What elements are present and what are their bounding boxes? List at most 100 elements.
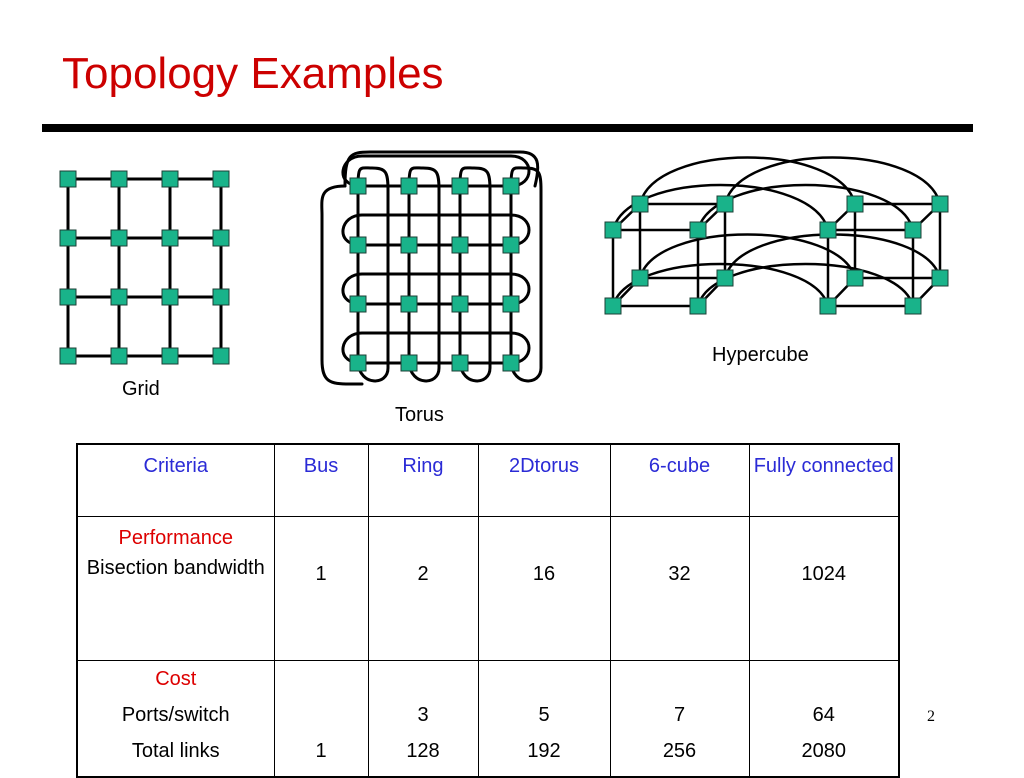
bisection-6cube: 32 — [609, 516, 750, 661]
torus-node — [400, 354, 418, 372]
cost-2dtorus-cell: 5 192 — [477, 660, 611, 778]
torus-node — [502, 236, 520, 254]
grid-node — [110, 288, 128, 306]
hypercube-node — [904, 221, 922, 239]
grid-node — [110, 229, 128, 247]
hypercube-node — [819, 297, 837, 315]
torus-col-wrap-0 — [356, 166, 390, 383]
torus-node — [400, 177, 418, 195]
torus-node — [451, 236, 469, 254]
links-2dtorus: 192 — [527, 740, 561, 762]
bisection-bandwidth-label: Bisection bandwidth — [86, 557, 265, 579]
torus-node — [349, 295, 367, 313]
ports-bus — [279, 700, 364, 730]
torus-diagram — [320, 150, 543, 386]
ports-ring: 3 — [417, 704, 429, 726]
hypercube-node — [931, 195, 949, 213]
torus-row-wrap-2 — [341, 272, 531, 306]
hypercube-node — [716, 195, 734, 213]
hypercube-node — [716, 269, 734, 287]
torus-outer-left-wrap — [320, 184, 364, 386]
header-criteria: Criteria — [76, 443, 275, 517]
hypercube-node — [904, 297, 922, 315]
bisection-bus: 1 — [273, 516, 369, 661]
bisection-2dtorus: 16 — [477, 516, 611, 661]
grid-caption: Grid — [122, 378, 160, 400]
torus-outer-top-wrap — [343, 150, 540, 188]
torus-row-wrap-1 — [341, 213, 531, 247]
torus-node — [400, 236, 418, 254]
page-title: Topology Examples — [62, 49, 444, 98]
header-bus: Bus — [273, 443, 369, 517]
ports-fully-connected: 64 — [812, 704, 835, 726]
links-6cube: 256 — [662, 740, 697, 762]
links-bus: 1 — [315, 740, 327, 762]
grid-node — [161, 229, 179, 247]
cost-ring-cell: 3 128 — [367, 660, 479, 778]
torus-row-wrap-3 — [341, 331, 531, 365]
table-row-performance: Performance Bisection bandwidth 1 2 16 3… — [76, 516, 900, 661]
hypercube-node — [689, 297, 707, 315]
grid-node — [212, 347, 230, 365]
header-6cube: 6-cube — [609, 443, 750, 517]
torus-node — [349, 177, 367, 195]
grid-node — [161, 288, 179, 306]
hypercube-node — [846, 269, 864, 287]
hypercube-node — [931, 269, 949, 287]
hypercube-arch — [611, 183, 830, 232]
hypercube-arch — [638, 156, 857, 206]
grid-node — [59, 170, 77, 188]
grid-node — [161, 170, 179, 188]
torus-col-wrap-3 — [509, 166, 543, 383]
torus-col-wrap-1 — [407, 166, 441, 383]
links-ring: 128 — [406, 740, 440, 762]
criteria-table: Criteria Bus Ring 2Dtorus 6-cube Fully c… — [76, 443, 900, 778]
table-header-row: Criteria Bus Ring 2Dtorus 6-cube Fully c… — [76, 443, 900, 517]
bisection-fully-connected: 1024 — [748, 516, 900, 661]
title-divider — [42, 124, 973, 132]
grid-node — [212, 288, 230, 306]
grid-node — [212, 229, 230, 247]
grid-node — [110, 170, 128, 188]
grid-node — [161, 347, 179, 365]
torus-col-wrap-2 — [458, 166, 492, 383]
cost-bus-cell: 1 — [273, 660, 369, 778]
performance-section-label: Performance — [118, 527, 234, 549]
hypercube-arch — [638, 233, 857, 280]
grid-node — [59, 288, 77, 306]
hypercube-node — [604, 221, 622, 239]
hypercube-diagram — [604, 156, 949, 315]
hypercube-node — [604, 297, 622, 315]
total-links-label: Total links — [131, 740, 220, 762]
performance-label-cell: Performance Bisection bandwidth — [76, 516, 275, 661]
hypercube-arch — [723, 156, 942, 206]
torus-node — [349, 236, 367, 254]
torus-node — [502, 354, 520, 372]
cost-label-cell: Cost Ports/switch Total links — [76, 660, 275, 778]
cost-fully-connected-cell: 64 2080 — [748, 660, 900, 778]
bisection-ring: 2 — [367, 516, 479, 661]
torus-node — [502, 177, 520, 195]
grid-node — [59, 229, 77, 247]
hypercube-caption: Hypercube — [712, 344, 809, 366]
ports-switch-label: Ports/switch — [121, 704, 230, 726]
torus-node — [349, 354, 367, 372]
hypercube-node — [819, 221, 837, 239]
hypercube-arch — [696, 183, 915, 232]
ports-6cube: 7 — [673, 704, 686, 726]
header-fully-connected: Fully connected — [748, 443, 900, 517]
page-number: 2 — [927, 708, 935, 725]
header-2dtorus: 2Dtorus — [477, 443, 611, 517]
topology-diagrams — [59, 150, 949, 386]
torus-node — [502, 295, 520, 313]
torus-node — [451, 177, 469, 195]
torus-node — [451, 295, 469, 313]
hypercube-arch — [696, 262, 915, 308]
hypercube-arch — [723, 233, 942, 280]
grid-node — [59, 347, 77, 365]
hypercube-arch — [611, 262, 830, 308]
ports-2dtorus: 5 — [538, 704, 550, 726]
links-fully-connected: 2080 — [801, 740, 847, 762]
torus-node — [451, 354, 469, 372]
hypercube-node — [846, 195, 864, 213]
